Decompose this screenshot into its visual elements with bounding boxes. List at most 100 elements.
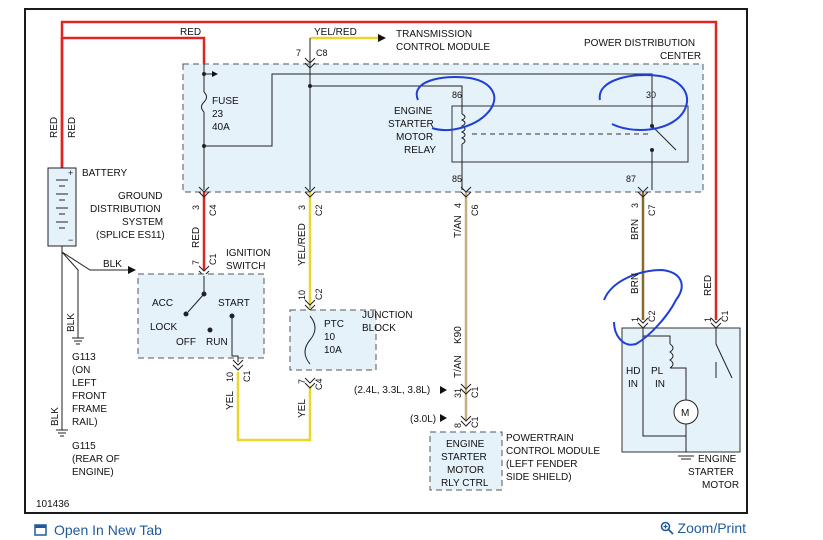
ptc-label-2: 10 xyxy=(324,332,336,343)
relay-coil xyxy=(460,113,466,145)
zoom-print-link[interactable]: Zoom/Print xyxy=(660,520,746,536)
pdc-label-2: CENTER xyxy=(660,51,701,62)
g113-5: FRAME xyxy=(72,404,107,415)
ignition-label-1: IGNITION xyxy=(226,248,270,259)
motor-icon xyxy=(673,399,699,425)
g113-6: RAIL) xyxy=(72,417,98,428)
col2-c4: C4 xyxy=(314,378,324,390)
tan-label-2: T/AN xyxy=(453,355,464,378)
ign-red-label: RED xyxy=(191,227,202,248)
col3-pin-31: 31 xyxy=(453,388,463,398)
pin-85: 85 xyxy=(452,174,462,184)
hd-in-1: HD xyxy=(626,366,640,377)
tan-label-1: T/AN xyxy=(453,215,464,238)
battery-icon xyxy=(47,167,77,247)
blk-horizontal-label: BLK xyxy=(103,259,122,270)
junction-block-box xyxy=(289,309,377,371)
pcm-label-4: SIDE SHIELD) xyxy=(506,472,572,483)
fuse-label-1: FUSE xyxy=(212,96,239,107)
ign-c1: C1 xyxy=(208,253,218,265)
col2-pin-3: 3 xyxy=(297,205,307,210)
g115-2: (REAR OF xyxy=(72,454,120,465)
g113-1: G113 xyxy=(72,352,96,363)
svg-text:+: + xyxy=(68,168,73,178)
ign-pin-7: 7 xyxy=(191,260,201,265)
yel-label-1: YEL xyxy=(225,391,236,410)
red-right-label: RED xyxy=(703,275,714,296)
g113-2: (ON xyxy=(72,365,90,376)
ignition-label-2: SWITCH xyxy=(226,261,265,272)
c8-pin: 7 xyxy=(296,48,301,58)
junction-label-1: JUNCTION xyxy=(362,310,413,321)
wiring-diagram: + − RED xyxy=(36,20,741,510)
col4-c2: C2 xyxy=(647,310,657,322)
blk-vertical-label-1: BLK xyxy=(66,313,77,332)
col3-c6: C6 xyxy=(470,204,480,216)
col3-c1: C1 xyxy=(470,386,480,398)
pcm-box-1: ENGINE xyxy=(446,439,485,450)
pdc-label-1: POWER DISTRIBUTION xyxy=(584,38,695,49)
open-in-new-tab-link[interactable]: Open In New Tab xyxy=(34,522,162,538)
pcm-label-1: POWERTRAIN xyxy=(506,433,574,444)
g113-3: LEFT xyxy=(72,378,96,389)
red-vertical-label-1: RED xyxy=(49,117,60,138)
brn-label-1: BRN xyxy=(630,219,641,240)
ground-dist-3: SYSTEM xyxy=(122,217,163,228)
off-label: OFF xyxy=(176,337,196,348)
col3-pin-8: 8 xyxy=(453,423,463,428)
col4-pin-3: 3 xyxy=(630,203,640,208)
diagram-id: 101436 xyxy=(36,499,70,510)
ptc-label-1: PTC xyxy=(324,319,344,330)
red-wire-label-top: RED xyxy=(180,27,201,38)
fuse-symbol xyxy=(201,91,207,113)
col3-pin-4: 4 xyxy=(453,203,463,208)
engines-label-2: (3.0L) xyxy=(410,414,436,425)
zoom-icon xyxy=(660,521,674,535)
col5-c1: C1 xyxy=(720,310,730,322)
blk-vertical-label-2: BLK xyxy=(50,407,61,426)
col4-pin-1: 1 xyxy=(630,317,640,322)
transmission-label-1: TRANSMISSION xyxy=(396,29,472,40)
handwritten-annotations xyxy=(415,74,688,346)
col2-c2: C2 xyxy=(314,204,324,216)
fuse-label-2: 23 xyxy=(212,109,224,120)
col5-pin-1: 1 xyxy=(703,317,713,322)
junction-label-2: BLOCK xyxy=(362,323,396,334)
fuse-label-3: 40A xyxy=(212,122,230,133)
pcm-box-2: STARTER xyxy=(441,452,487,463)
pcm-box xyxy=(429,431,503,491)
pl-in-1: PL xyxy=(651,366,664,377)
pin-30: 30 xyxy=(646,90,656,100)
red-wire-right xyxy=(204,20,718,320)
g115-3: ENGINE) xyxy=(72,467,114,478)
motor-symbol-label: M xyxy=(681,408,689,419)
open-in-new-tab-label: Open In New Tab xyxy=(54,522,162,538)
g113-4: FRONT xyxy=(72,391,106,402)
pcm-box-4: RLY CTRL xyxy=(441,478,489,489)
relay-label-2: STARTER xyxy=(388,119,434,130)
col3-c1b: C1 xyxy=(470,416,480,428)
ground-dist-1: GROUND xyxy=(118,191,162,202)
engines-label-1: (2.4L, 3.3L, 3.8L) xyxy=(354,385,430,396)
col2-c2b: C2 xyxy=(314,288,324,300)
acc-label: ACC xyxy=(152,298,173,309)
run-label: RUN xyxy=(206,337,228,348)
pcm-label-2: CONTROL MODULE xyxy=(506,446,600,457)
ptc-label-3: 10A xyxy=(324,345,342,356)
ground-dist-4: (SPLICE ES11) xyxy=(96,230,165,241)
battery-label: BATTERY xyxy=(82,168,128,179)
pcm-box-3: MOTOR xyxy=(447,465,484,476)
svg-text:−: − xyxy=(68,235,73,245)
lock-label: LOCK xyxy=(150,322,178,333)
pin-86: 86 xyxy=(452,90,462,100)
brn-label-2: BRN xyxy=(630,273,641,294)
starter-label-1: ENGINE xyxy=(698,454,737,465)
starter-label-3: MOTOR xyxy=(702,480,739,491)
ign-c4: C4 xyxy=(208,204,218,216)
footer-bar: Open In New Tab Zoom/Print xyxy=(24,518,748,540)
c8-connector: C8 xyxy=(316,48,328,58)
relay-label-3: MOTOR xyxy=(396,132,433,143)
ign-c1b: C1 xyxy=(242,370,252,382)
pl-in-2: IN xyxy=(655,379,665,390)
yel-red-vertical: YEL/RED xyxy=(297,223,308,266)
